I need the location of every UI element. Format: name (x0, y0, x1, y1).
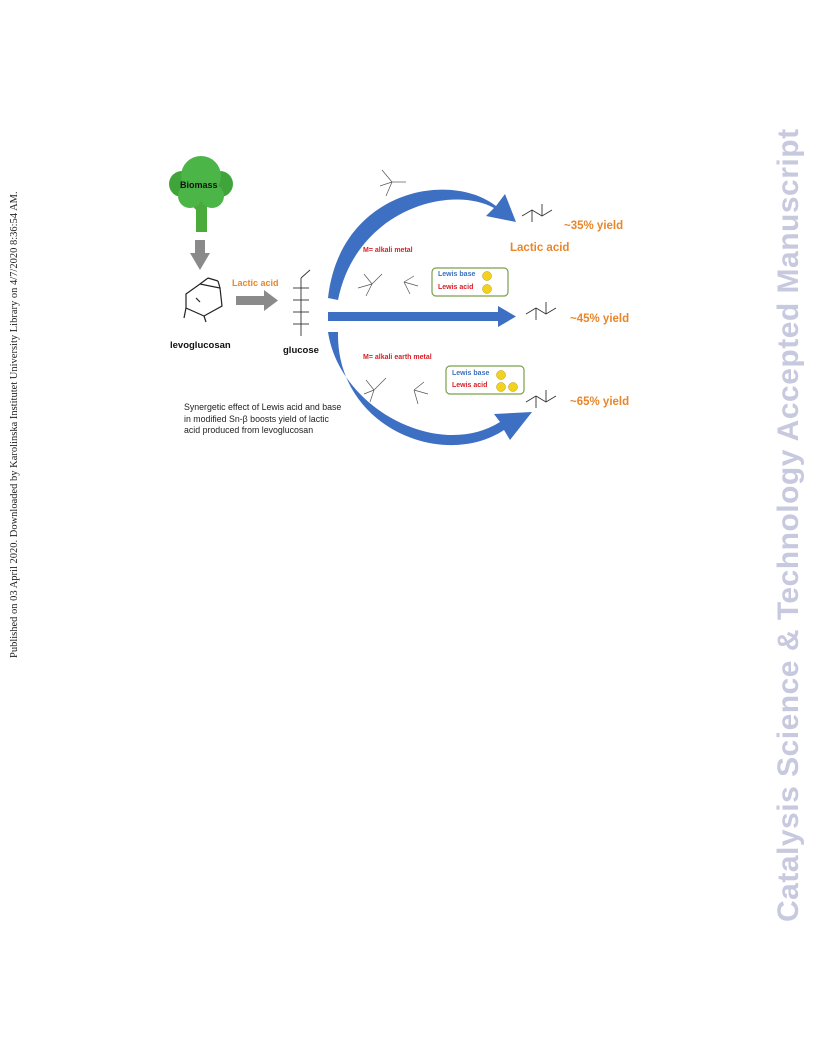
publication-note: Published on 03 April 2020. Downloaded b… (9, 191, 20, 658)
yield-45-label: ~45% yield (570, 313, 630, 325)
glucose-structure (293, 269, 311, 336)
top-curved-arrow (328, 189, 516, 300)
figure-graphics (169, 156, 557, 446)
levoglucosan-structure (183, 277, 223, 323)
journal-watermark: Catalysis Science & Technology Accepted … (772, 128, 805, 922)
lewis-base-label-bottom: Lewis base (452, 370, 490, 377)
down-arrow (190, 240, 210, 270)
lactic-acid-arrow-label: Lactic acid (232, 278, 279, 288)
tree-icon (169, 156, 233, 232)
lewis-acid-label-top: Lewis acid (438, 284, 474, 291)
graphical-abstract: Biomass levoglucosan glucose Lactic acid… (160, 150, 660, 470)
levoglucosan-label: levoglucosan (170, 340, 231, 351)
alkali-earth-metal-label: M= alkali earth metal (363, 354, 432, 361)
bottom-curved-arrow (328, 332, 532, 446)
lewis-acid-label-bottom: Lewis acid (452, 382, 488, 389)
glucose-label: glucose (283, 345, 319, 356)
biomass-label: Biomass (180, 180, 218, 190)
lewis-base-label-top: Lewis base (438, 271, 476, 278)
lactic-acid-structure-2 (525, 302, 557, 320)
sn-site-middle (357, 273, 419, 297)
lactic-acid-structure-3 (525, 390, 557, 408)
lactic-acid-structure-1 (521, 204, 553, 222)
alkali-metal-label: M= alkali metal (363, 247, 413, 254)
middle-arrow (328, 306, 516, 327)
smiley-icon (482, 271, 518, 392)
yield-65-label: ~65% yield (570, 396, 630, 408)
sn-site-bottom (363, 377, 429, 405)
right-arrow (236, 290, 278, 311)
figure-caption: Synergetic effect of Lewis acid and base… (184, 402, 342, 435)
lactic-acid-product-label: Lactic acid (510, 242, 570, 254)
sn-site-top (379, 169, 406, 197)
yield-35-label: ~35% yield (564, 220, 624, 232)
